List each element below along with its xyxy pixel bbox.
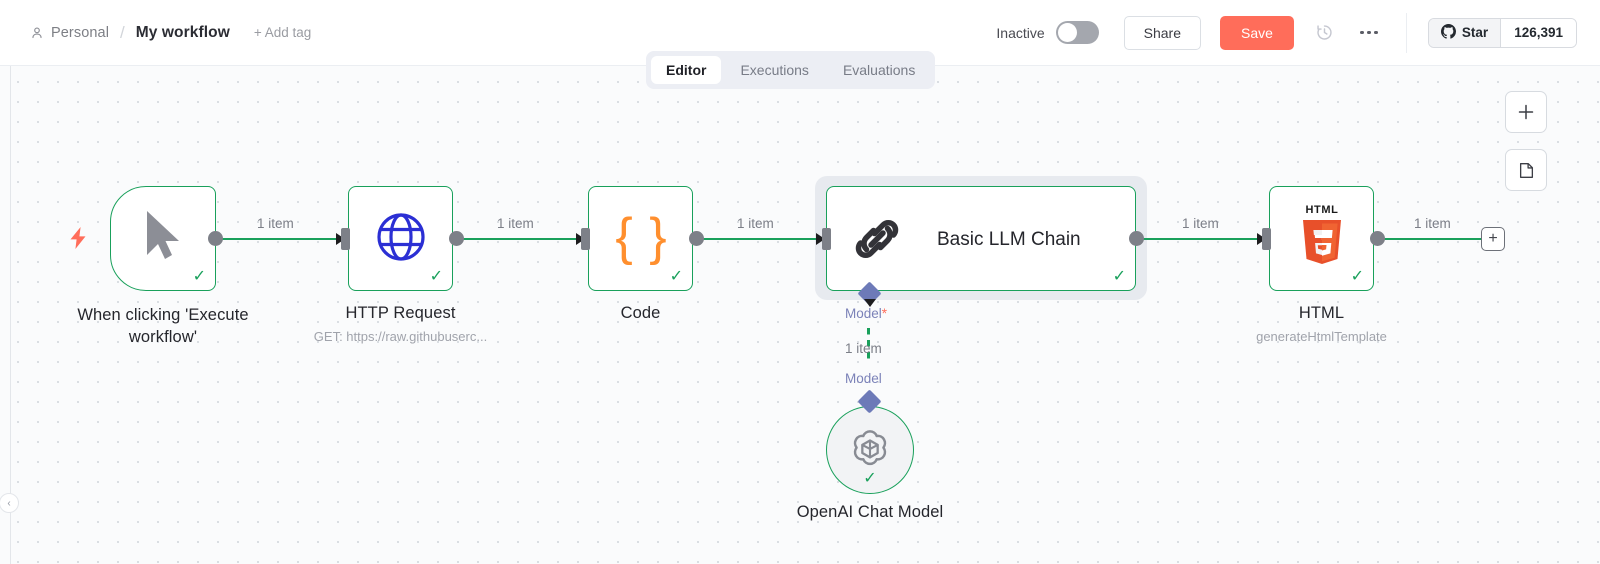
activate-workflow-toggle[interactable] [1055,21,1099,44]
openai-icon [847,425,893,476]
breadcrumb-project[interactable]: Personal [51,24,110,41]
connection-line[interactable] [1137,238,1262,241]
node-body[interactable]: HTML ✓ [1269,186,1374,291]
connection-arrow [816,233,825,245]
sidebar-collapse-handle[interactable]: ‹ [0,493,19,513]
mouse-cursor-icon [141,208,185,269]
add-sticky-note-button[interactable] [1505,149,1547,191]
tab-executions[interactable]: Executions [740,62,809,78]
github-star-button[interactable]: Star 126,391 [1427,17,1577,48]
node-subtitle: GET: https://raw.githubuserc... [313,329,488,344]
more-options-icon[interactable] [1356,20,1382,46]
node-body[interactable]: Basic LLM Chain ✓ [826,186,1136,291]
node-output-endpoint[interactable] [1129,231,1144,246]
node-input-endpoint[interactable] [341,228,350,250]
connection-label: 1 item [497,216,534,231]
node-http-request[interactable]: ✓ HTTP Request GET: https://raw.githubus… [314,186,487,344]
node-label: OpenAI Chat Model [796,503,944,521]
save-button[interactable]: Save [1220,15,1294,50]
node-input-endpoint[interactable] [581,228,590,250]
connection-label: 1 item [257,216,294,231]
connection-line[interactable] [1378,238,1483,241]
connection-line[interactable] [697,238,823,241]
share-button[interactable]: Share [1123,15,1201,50]
workflow-name[interactable]: My workflow [135,23,230,41]
model-connection-line[interactable] [867,328,870,364]
model-port-label: Model* [845,306,888,321]
tab-evaluations[interactable]: Evaluations [842,62,916,78]
node-output-endpoint[interactable] [449,231,464,246]
more-dots [1360,30,1378,35]
connection-line[interactable] [457,238,581,241]
github-star-label: Star [1461,25,1489,40]
connection-arrow [1257,233,1266,245]
github-icon [1440,23,1456,42]
chain-link-icon [853,215,901,268]
github-star-count: 126,391 [1501,18,1576,47]
clock-history-icon[interactable] [1312,20,1338,46]
tab-editor[interactable]: Editor [651,56,722,84]
node-status-check-icon: ✓ [429,268,443,285]
node-output-endpoint[interactable] [1370,231,1385,246]
node-status-check-icon: ✓ [863,470,877,487]
node-status-check-icon: ✓ [1350,268,1364,285]
node-status-check-icon: ✓ [669,268,683,285]
model-port-label-lower: Model [845,371,882,386]
node-label: HTML [1298,304,1345,322]
sticky-note-icon [1519,162,1533,178]
workflow-tabs: Editor Executions Evaluations [646,51,936,89]
required-marker: * [881,306,888,321]
node-output-endpoint[interactable] [689,231,704,246]
node-body[interactable]: ✓ [110,186,216,291]
top-bar-actions: Inactive Share Save Star 126,391 [996,12,1600,53]
add-tag-button[interactable]: + Add tag [253,25,312,40]
node-output-endpoint[interactable] [208,231,223,246]
active-state-label: Inactive [996,24,1045,41]
trigger-bolt-icon [68,226,88,255]
connection-label: 1 item [737,216,774,231]
node-status-check-icon: ✓ [192,268,206,285]
node-subtitle: generateHtmlTemplate [1256,329,1387,344]
person-icon [30,26,44,40]
curly-braces-icon: { } [615,207,668,266]
node-label: Basic LLM Chain [937,228,1081,250]
add-node-button[interactable] [1505,91,1547,133]
node-label: Code [620,304,661,322]
connection-line[interactable] [216,238,341,241]
model-connection-label: 1 item [845,341,882,356]
node-basic-llm-chain[interactable]: Basic LLM Chain ✓ [826,186,1136,291]
connection-arrow [576,233,585,245]
toolbar-divider [1405,12,1407,53]
node-label: When clicking 'Execute workflow' [77,306,249,347]
toggle-knob [1057,23,1077,42]
github-star-left: Star [1428,18,1502,47]
node-input-endpoint[interactable] [1262,228,1271,250]
plus-icon [1518,104,1534,120]
node-code[interactable]: { } ✓ Code [588,186,693,322]
globe-icon [376,212,426,267]
model-port-arrow [864,299,876,307]
node-status-check-icon: ✓ [1112,268,1126,285]
node-label: HTTP Request [345,304,456,322]
connection-label: 1 item [1414,216,1451,231]
node-openai-chat-model[interactable]: ✓ [826,406,914,494]
node-input-endpoint[interactable] [822,228,831,250]
breadcrumb: Personal / My workflow + Add tag [0,23,311,43]
workflow-canvas[interactable]: ‹ 1 item 1 item 1 item 1 item 1 item + [0,66,1600,564]
breadcrumb-separator: / [120,22,125,42]
node-body[interactable]: { } ✓ [588,186,693,291]
html5-icon: HTML [1300,204,1344,268]
sidebar-edge [10,66,11,564]
connection-arrow [336,233,345,245]
node-body[interactable]: ✓ [348,186,453,291]
connection-label: 1 item [1182,216,1219,231]
node-when-clicking-execute-workflow[interactable]: ✓ When clicking 'Execute workflow' [77,186,249,346]
node-html[interactable]: HTML ✓ HTML generateHtmlTemplate [1256,186,1387,344]
add-next-node-button[interactable]: + [1481,227,1505,251]
